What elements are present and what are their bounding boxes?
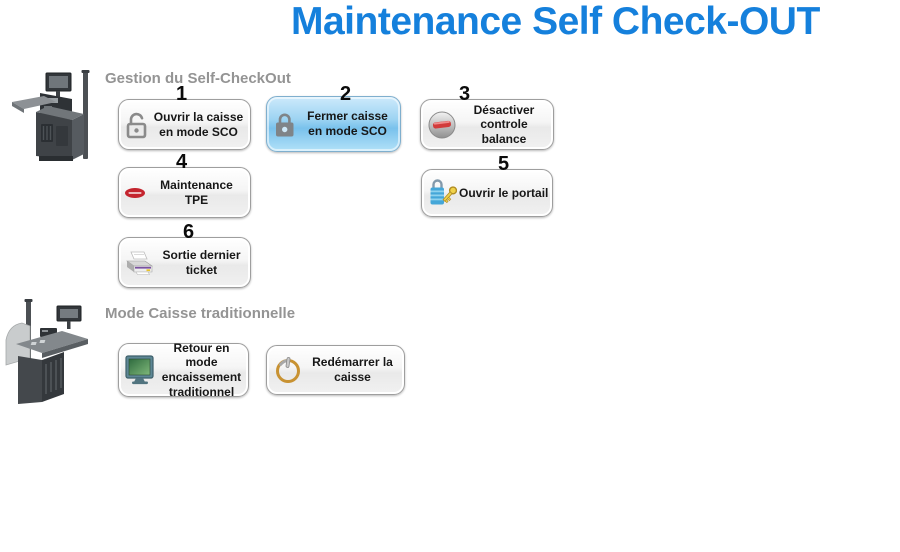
button-number-4: 4: [176, 151, 188, 173]
monitor-icon: [124, 354, 158, 386]
power-icon: [272, 354, 304, 386]
key-and-lock-icon: [427, 177, 457, 209]
disable-balance-icon: [426, 109, 458, 141]
button-number-6: 6: [183, 221, 195, 243]
open-gate-label: Ouvrir le portail: [459, 185, 549, 200]
page-title: Maintenance Self Check-OUT: [291, 0, 820, 43]
button-number-1: 1: [176, 83, 188, 105]
printer-icon: [124, 249, 156, 277]
button-number-5: 5: [498, 153, 510, 175]
self-checkout-machine-image: [12, 70, 90, 161]
section-mode-traditionnel-label: Mode Caisse traditionnelle: [105, 305, 296, 322]
tpe-maintenance-label: Maintenance TPE: [160, 177, 233, 207]
closed-padlock-icon: [272, 110, 298, 138]
button-number-2: 2: [340, 83, 352, 105]
return-traditional-mode-button[interactable]: Retour en mode encaissement traditionnel: [118, 340, 249, 399]
open-register-sco-label: Ouvrir la caisse en mode SCO: [153, 109, 244, 139]
traditional-checkout-machine-image: [5, 299, 88, 404]
tpe-terminal-logo-icon: [124, 186, 146, 200]
open-register-sco-button[interactable]: Ouvrir la caisse en mode SCO: [118, 99, 251, 150]
section-gestion-sco-label: Gestion du Self-CheckOut: [105, 70, 291, 87]
open-padlock-icon: [124, 111, 150, 139]
open-gate-button[interactable]: Ouvrir le portail: [421, 169, 553, 217]
restart-register-button[interactable]: Redémarrer la caisse: [266, 345, 405, 395]
return-traditional-mode-label: Retour en mode encaissement traditionnel: [161, 340, 242, 399]
tpe-maintenance-button[interactable]: Maintenance TPE: [118, 167, 251, 218]
print-last-ticket-label: Sortie dernier ticket: [162, 247, 241, 277]
restart-register-label: Redémarrer la caisse: [312, 355, 393, 384]
disable-balance-control-button[interactable]: Désactiver controle balance: [420, 99, 554, 150]
print-last-ticket-button[interactable]: Sortie dernier ticket: [118, 237, 251, 288]
disable-balance-control-label: Désactiver controle balance: [473, 102, 535, 146]
button-number-3: 3: [459, 83, 471, 105]
close-register-sco-button[interactable]: Fermer caisse en mode SCO: [266, 96, 401, 152]
close-register-sco-label: Fermer caisse en mode SCO: [307, 109, 388, 138]
